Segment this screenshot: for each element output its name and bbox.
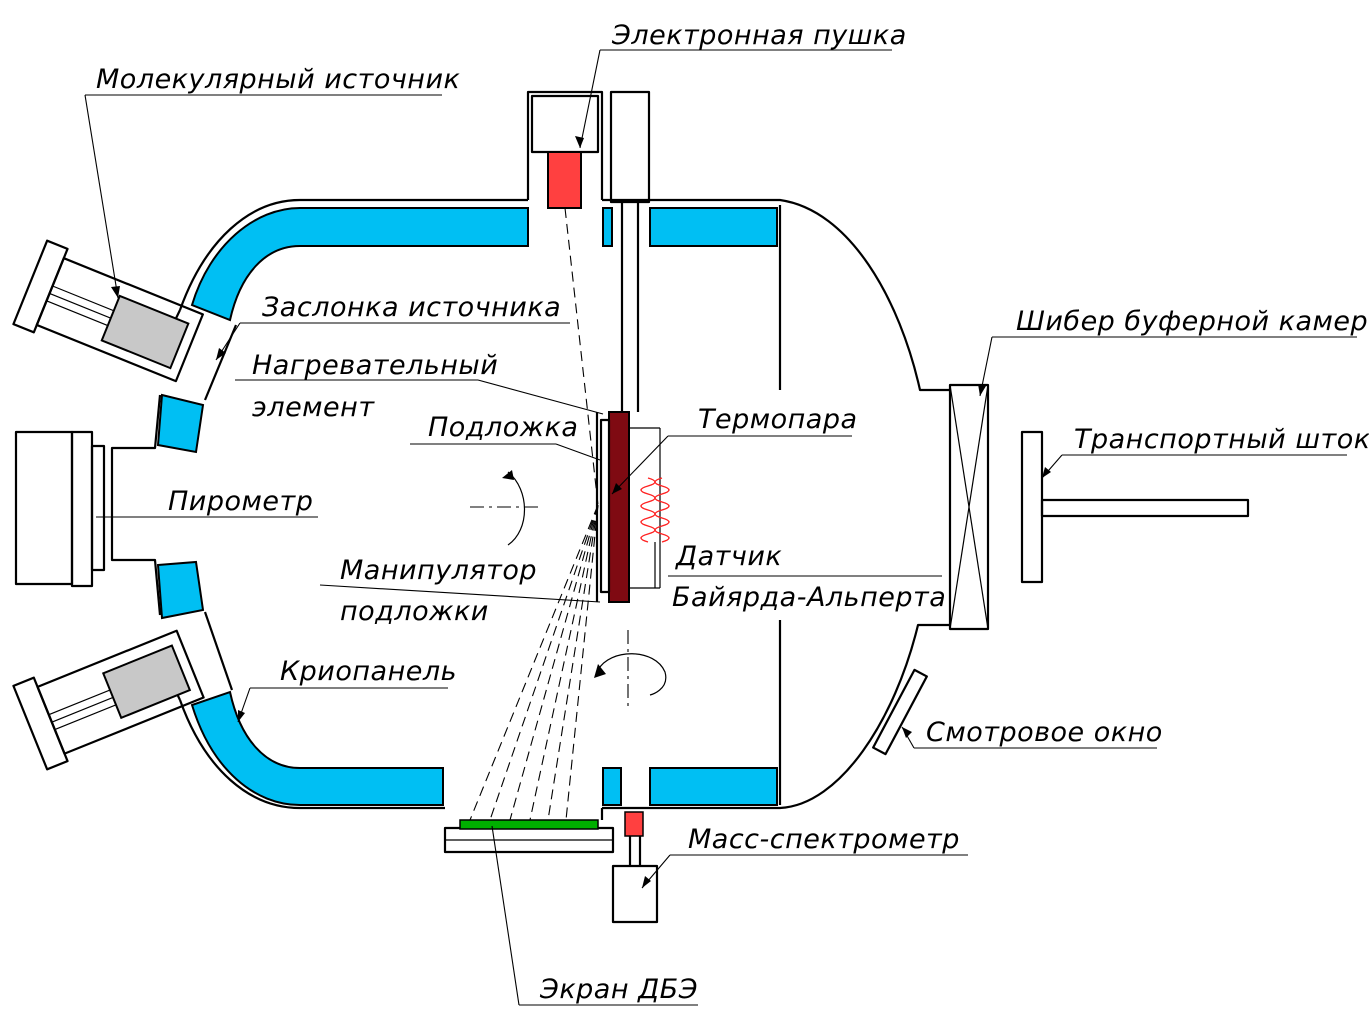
- label-electron-gun: Электронная пушка: [611, 20, 907, 51]
- bayard-alpert-coil: [640, 477, 670, 543]
- rotation-indicators: [470, 470, 667, 710]
- viewport: [872, 668, 928, 756]
- label-gauge-line1: Датчик: [675, 541, 782, 572]
- label-transfer-rod: Транспортный шток: [1074, 424, 1369, 455]
- label-source-shutter: Заслонка источника: [262, 292, 561, 323]
- right-side: [778, 205, 1250, 805]
- label-gauge-line2: Байярда-Альперта: [672, 582, 946, 613]
- transfer-rod: [1020, 430, 1250, 584]
- label-pyrometer: Пирометр: [168, 486, 313, 517]
- chamber-shell: [110, 90, 950, 820]
- cryopanel-top-left: [190, 207, 529, 322]
- electron-beams: [469, 207, 599, 821]
- labels: Электронная пушка Молекулярный источник …: [96, 20, 1369, 1005]
- label-heater-line2: элемент: [252, 392, 375, 423]
- leader-lines: [84, 49, 1357, 1006]
- rheed-screen: [443, 819, 615, 854]
- cryopanel-bottom-mid: [602, 767, 622, 806]
- label-substrate: Подложка: [428, 412, 578, 443]
- label-molecular-source: Молекулярный источник: [96, 64, 461, 95]
- source-crucible: [100, 294, 190, 370]
- electron-gun-cathode: [547, 151, 582, 209]
- label-cryopanel: Криопанель: [280, 656, 457, 687]
- electron-gun: [530, 94, 600, 209]
- molecular-source-upper: [12, 239, 204, 383]
- substrate-assembly: [595, 411, 670, 603]
- label-heater-line1: Нагревательный: [252, 350, 498, 381]
- cryopanel-bottom-right: [649, 767, 778, 806]
- cryopanels: [156, 207, 778, 806]
- gate-valve: [948, 383, 990, 631]
- cryopanel-left-upper: [156, 393, 205, 454]
- pyrometer: [14, 430, 106, 588]
- label-thermocouple: Термопара: [698, 404, 858, 435]
- label-manipulator-line2: подложки: [340, 596, 489, 627]
- rheed-phosphor: [459, 819, 599, 830]
- heater-block: [608, 411, 630, 603]
- label-gate-valve: Шибер буферной камеры: [1016, 306, 1369, 337]
- label-manipulator-line1: Манипулятор: [340, 555, 537, 586]
- cryopanel-left-lower: [156, 560, 205, 620]
- molecular-source-lower: [12, 629, 205, 771]
- cryopanel-top-mid: [602, 207, 613, 247]
- label-viewport: Смотровое окно: [926, 717, 1163, 748]
- cryopanel-top-right: [649, 207, 778, 247]
- manipulator-tube: [609, 90, 651, 412]
- label-rheed-screen: Экран ДБЭ: [539, 974, 698, 1005]
- label-mass-spectrometer: Масс-спектрометр: [688, 824, 960, 855]
- mass-spectrometer: [611, 811, 659, 924]
- cryopanel-bottom-left: [190, 690, 444, 806]
